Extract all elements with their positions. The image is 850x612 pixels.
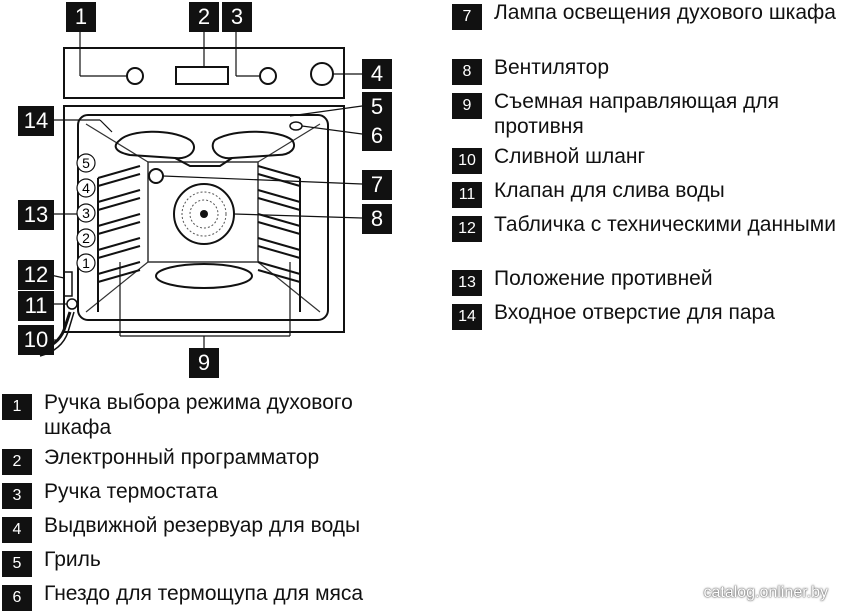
watermark: catalog.onliner.by xyxy=(703,584,828,601)
legend-number: 5 xyxy=(2,551,32,577)
legend-item-10: 10 Сливной шланг xyxy=(452,144,847,174)
shelf-level-1: 1 xyxy=(82,255,90,271)
legend-text: Лампа освещения духового шкафа xyxy=(494,1,836,24)
drain-valve xyxy=(66,298,78,310)
callout-11: 11 xyxy=(18,291,54,321)
legend-number: 1 xyxy=(2,394,32,420)
legend-text: Выдвижной резервуар для воды xyxy=(44,514,361,537)
callout-6: 6 xyxy=(362,121,392,151)
legend-text: Съемная направляющая для противня xyxy=(494,90,779,138)
water-tank xyxy=(310,62,334,86)
legend-number: 2 xyxy=(2,449,32,475)
rating-plate xyxy=(63,271,73,297)
legend-text: Ручка выбора режима духового шкафа xyxy=(44,391,353,439)
legend-text: Входное отверстие для пара xyxy=(494,301,775,324)
legend-text: Гнездо для термощупа для мяса xyxy=(44,582,364,605)
lamp xyxy=(148,168,164,184)
legend-item-14: 14 Входное отверстие для пара xyxy=(452,300,847,330)
left-shelf-rails xyxy=(97,165,141,312)
legend-text: Сливной шланг xyxy=(494,145,646,168)
legend-item-1: 1 Ручка выбора режима духового шкафа xyxy=(2,390,402,440)
callout-8: 8 xyxy=(362,204,392,234)
legend-text: Электронный программатор xyxy=(44,446,320,469)
legend-item-13: 13 Положение противней xyxy=(452,266,847,296)
thermostat-knob xyxy=(259,67,277,85)
oven-body xyxy=(63,105,345,333)
callout-3: 3 xyxy=(222,2,252,32)
oven-drawing: 5 4 3 2 1 xyxy=(39,29,363,357)
legend-number: 14 xyxy=(452,304,482,330)
legend-item-12: 12 Табличка с техническими данными xyxy=(452,212,847,242)
legend-text: Вентилятор xyxy=(494,56,609,79)
legend-text: Клапан для слива воды xyxy=(494,179,725,202)
shelf-level-5: 5 xyxy=(82,155,90,171)
legend-number: 12 xyxy=(452,216,482,242)
legend-number: 11 xyxy=(452,182,482,208)
legend-number: 9 xyxy=(452,93,482,119)
legend-text: Гриль xyxy=(44,548,101,571)
callout-2: 2 xyxy=(189,2,219,32)
callout-14: 14 xyxy=(18,106,54,136)
callout-10: 10 xyxy=(18,325,54,355)
shelf-level-markers: 5 4 3 2 1 xyxy=(76,153,96,273)
legend-text: Положение противней xyxy=(494,267,713,290)
callout-9: 9 xyxy=(189,348,219,378)
legend-item-8: 8 Вентилятор xyxy=(452,55,847,85)
legend-number: 13 xyxy=(452,270,482,296)
legend-item-3: 3 Ручка термостата xyxy=(2,479,402,509)
mode-knob xyxy=(126,67,144,85)
legend-number: 8 xyxy=(452,59,482,85)
legend-item-2: 2 Электронный программатор xyxy=(2,445,402,475)
legend-number: 7 xyxy=(452,4,482,30)
right-shelf-rails xyxy=(257,165,301,312)
legend-number: 6 xyxy=(2,585,32,611)
legend-text: Табличка с техническими данными xyxy=(494,213,836,236)
grill-element xyxy=(114,130,195,160)
callout-1: 1 xyxy=(66,2,96,32)
shelf-level-4: 4 xyxy=(82,180,90,196)
legend-text: Ручка термостата xyxy=(44,480,218,503)
legend-item-11: 11 Клапан для слива воды xyxy=(452,178,847,208)
callout-4: 4 xyxy=(362,59,392,89)
shelf-level-3: 3 xyxy=(82,205,90,221)
bottom-element xyxy=(155,263,253,289)
shelf-level-2: 2 xyxy=(82,230,90,246)
callout-7: 7 xyxy=(362,170,392,200)
legend-item-6: 6 Гнездо для термощупа для мяса xyxy=(2,581,402,611)
legend-item-9: 9 Съемная направляющая для противня xyxy=(452,89,847,139)
legend-item-4: 4 Выдвижной резервуар для воды xyxy=(2,513,402,543)
legend-item-7: 7 Лампа освещения духового шкафа xyxy=(452,0,847,30)
probe-socket xyxy=(289,121,303,131)
legend-item-5: 5 Гриль xyxy=(2,547,402,577)
callout-12: 12 xyxy=(18,260,54,290)
callout-5: 5 xyxy=(362,92,392,122)
legend-number: 3 xyxy=(2,483,32,509)
programmer-display xyxy=(175,66,229,85)
legend-number: 4 xyxy=(2,517,32,543)
oven-diagram: 5 4 3 2 1 xyxy=(0,0,430,380)
callout-13: 13 xyxy=(18,200,54,230)
legend-number: 10 xyxy=(452,148,482,174)
